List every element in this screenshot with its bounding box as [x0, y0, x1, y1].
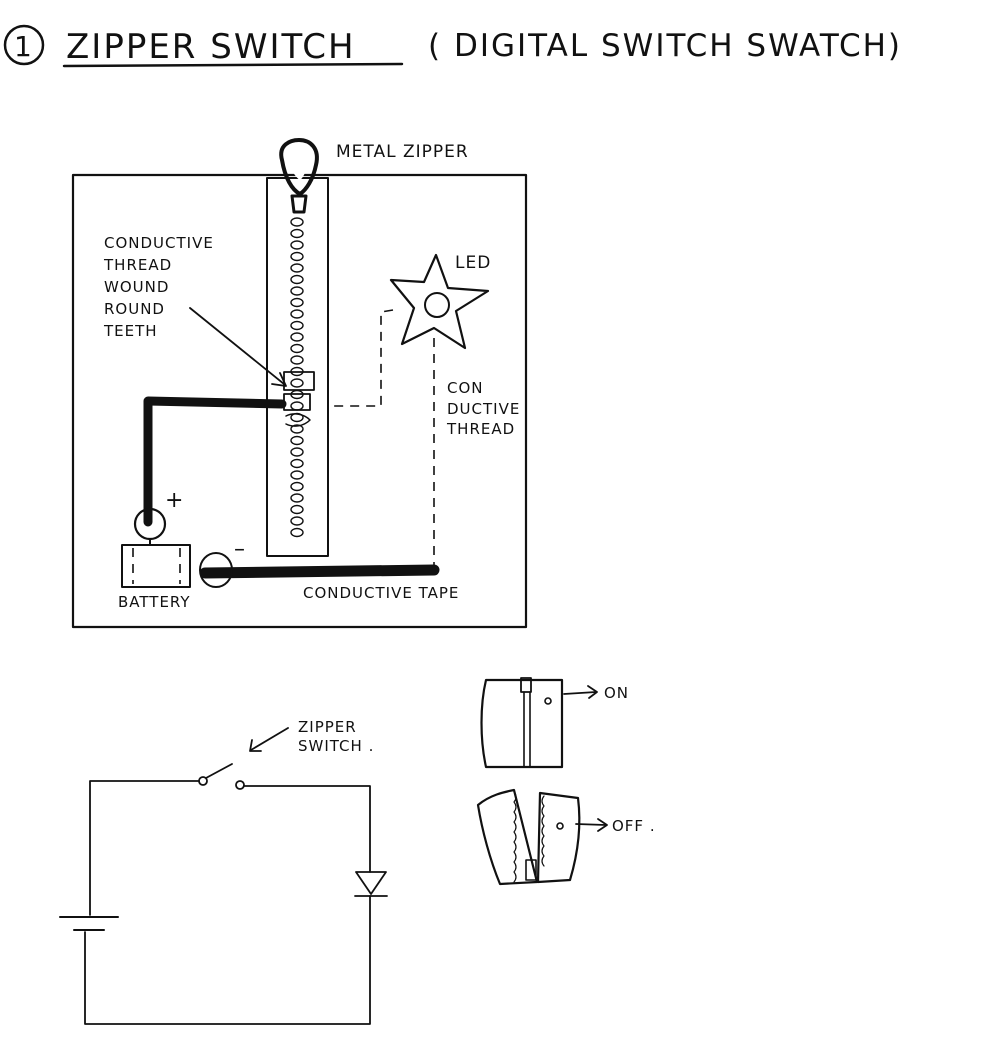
on-label: ON: [604, 684, 629, 702]
off-label: OFF .: [612, 817, 656, 835]
title-number: 1: [14, 30, 33, 63]
zipper-tooth: [290, 297, 304, 308]
zipper-tooth: [290, 516, 304, 526]
zipper-switch-label-line-1: ZIPPER: [298, 718, 357, 736]
zipper-tooth: [290, 435, 304, 446]
zipper-tooth: [290, 263, 304, 273]
circuit-schematic: ZIPPER SWITCH .: [59, 718, 388, 1025]
conductive-tape-positive: [143, 396, 287, 527]
title-number-circle: [3, 24, 45, 66]
zipper-tooth: [290, 424, 304, 434]
zipper-tooth: [290, 251, 304, 262]
wire-top-right: [243, 785, 371, 873]
zipper-tooth: [290, 470, 304, 480]
zipper-tooth: [290, 481, 304, 492]
zipper-tooth: [290, 320, 304, 331]
cond-thread-label-line-3: THREAD: [446, 420, 515, 438]
zipper-tooth: [290, 240, 304, 250]
wire-right-bottom: [84, 895, 371, 1025]
wire-top-left: [89, 780, 200, 916]
zipper-teeth: [290, 217, 304, 538]
thread-pointer-arrow: [189, 307, 287, 387]
zipper-tooth: [290, 217, 304, 227]
zipper-tooth: [290, 286, 304, 296]
switch-contact-right: [235, 780, 245, 790]
zipper-tooth: [290, 274, 304, 285]
zipper-tooth: [290, 401, 304, 411]
zipper-on-state: ON: [480, 677, 629, 769]
zipper-tooth: [290, 355, 304, 365]
dashed-thread-led-to-zipper: [330, 309, 394, 407]
cond-thread-label-line-2: DUCTIVE: [447, 400, 520, 418]
thread-label-line-4: ROUND: [104, 300, 165, 318]
zipper-tooth: [290, 447, 304, 457]
zipper-tooth: [290, 493, 304, 503]
title-block: 1 ZIPPER SWITCH ( DIGITAL SWITCH SWATCH): [3, 24, 902, 68]
thread-label-line-2: THREAD: [103, 256, 172, 274]
title-underline: [62, 62, 404, 68]
on-arrow: [563, 685, 598, 699]
zipper-switch-label-line-2: SWITCH .: [298, 737, 374, 755]
zipper-open-left-icon: [476, 788, 539, 886]
zipper-tooth: [290, 458, 304, 469]
thread-label-line-5: TEETH: [103, 322, 158, 340]
switch-pointer-arrow: [249, 727, 289, 752]
zipper-tooth: [290, 343, 304, 354]
conductive-tape-label: CONDUCTIVE TAPE: [303, 584, 459, 602]
plus-sign: +: [165, 488, 184, 513]
zipper-off-state: OFF .: [476, 788, 656, 886]
metal-zipper-label: METAL ZIPPER: [336, 142, 469, 162]
zipper-closed-icon: [480, 678, 564, 769]
cond-thread-label-line-1: CON: [447, 379, 484, 397]
off-arrow: [575, 818, 608, 832]
led-label: LED: [455, 253, 491, 273]
led-diode-symbol: [354, 871, 388, 897]
switch-contact-left: [198, 776, 208, 786]
switch-lever: [205, 763, 233, 779]
zipper-open-right-icon: [536, 791, 581, 884]
led-star-icon: [389, 253, 490, 350]
zipper-tooth: [290, 228, 304, 239]
thread-label-group: CONDUCTIVE THREAD WOUND ROUND TEETH: [103, 234, 214, 340]
swatch-illustration: METAL ZIPPER CONDUCTIVE THREAD WOUND ROU…: [71, 138, 528, 629]
thread-label-line-3: WOUND: [104, 278, 169, 296]
zipper-tooth: [290, 309, 304, 319]
minus-sign: –: [234, 537, 246, 562]
battery-cell-symbol: [59, 916, 119, 931]
conductive-thread-wrap-icon: [283, 371, 315, 427]
conductive-tape-negative: [199, 564, 440, 579]
zipper-tooth: [290, 527, 304, 538]
zipper-tooth: [290, 378, 304, 388]
zipper-pull-icon: [279, 138, 319, 214]
battery-label: BATTERY: [118, 593, 191, 611]
battery-icon: [121, 507, 233, 588]
page-title: ZIPPER SWITCH: [66, 27, 356, 67]
zipper-tooth: [290, 504, 304, 515]
zipper-tooth: [290, 332, 304, 342]
page-subtitle: ( DIGITAL SWITCH SWATCH): [428, 28, 902, 64]
thread-label-line-1: CONDUCTIVE: [104, 234, 214, 252]
